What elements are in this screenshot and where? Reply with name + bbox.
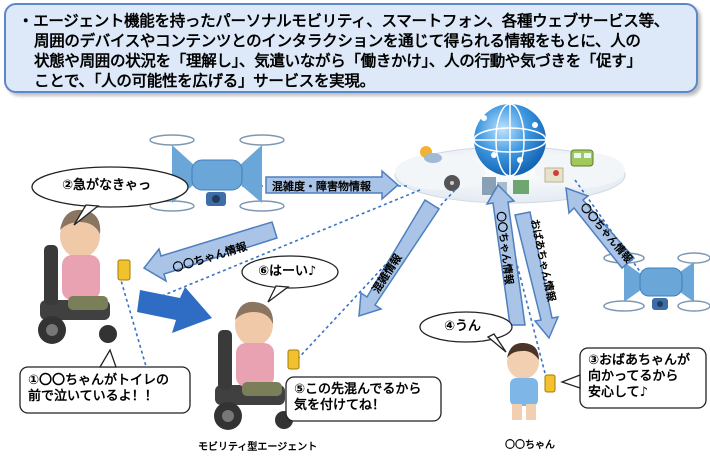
box-crying-text: ①〇〇ちゃんがトイレの 前で泣いているよ！！ (28, 373, 169, 405)
box-crying-line-1: ①〇〇ちゃんがトイレの (28, 373, 169, 389)
box-crowded-line-2: 気を付けてね！ (294, 398, 421, 414)
bubble-hurry (32, 167, 188, 225)
movement-arrow (137, 287, 212, 333)
box-crying-line-2: 前で泣いているよ！！ (28, 389, 169, 405)
label-child: 〇〇ちゃん (505, 436, 555, 451)
box-coming-text: ③おばあちゃんが 向かってるから 安心して♪ (588, 353, 690, 401)
label-congestion-obstacle: 混雑度・障害物情報 (272, 179, 372, 193)
map-icon (545, 168, 563, 182)
box-crowded-text: ⑤この先混んでるから 気を付けてね！ (294, 382, 421, 414)
label-mobility-agent: モビリティ型エージェント (198, 438, 317, 453)
film-reel-icon (444, 175, 460, 191)
child-figure (507, 343, 555, 420)
book-icon (513, 180, 529, 194)
box-coming-line-2: 向かってるから (588, 369, 690, 385)
box-coming-line-1: ③おばあちゃんが (588, 353, 690, 369)
bubble-hurry-text: ②急がなきゃっ (62, 178, 151, 194)
globe-icon (474, 104, 546, 176)
box-coming-line-3: 安心して♪ (588, 385, 690, 401)
label-congestion: 混雑情報 (369, 250, 405, 295)
train-icon (571, 150, 593, 166)
bubble-un-text: ④うん (444, 319, 481, 335)
bubble-haai-text: ⑥はーい♪ (258, 264, 316, 280)
box-crowded-line-1: ⑤この先混んでるから (294, 382, 421, 398)
grandma-wheelchair-1 (38, 210, 130, 344)
